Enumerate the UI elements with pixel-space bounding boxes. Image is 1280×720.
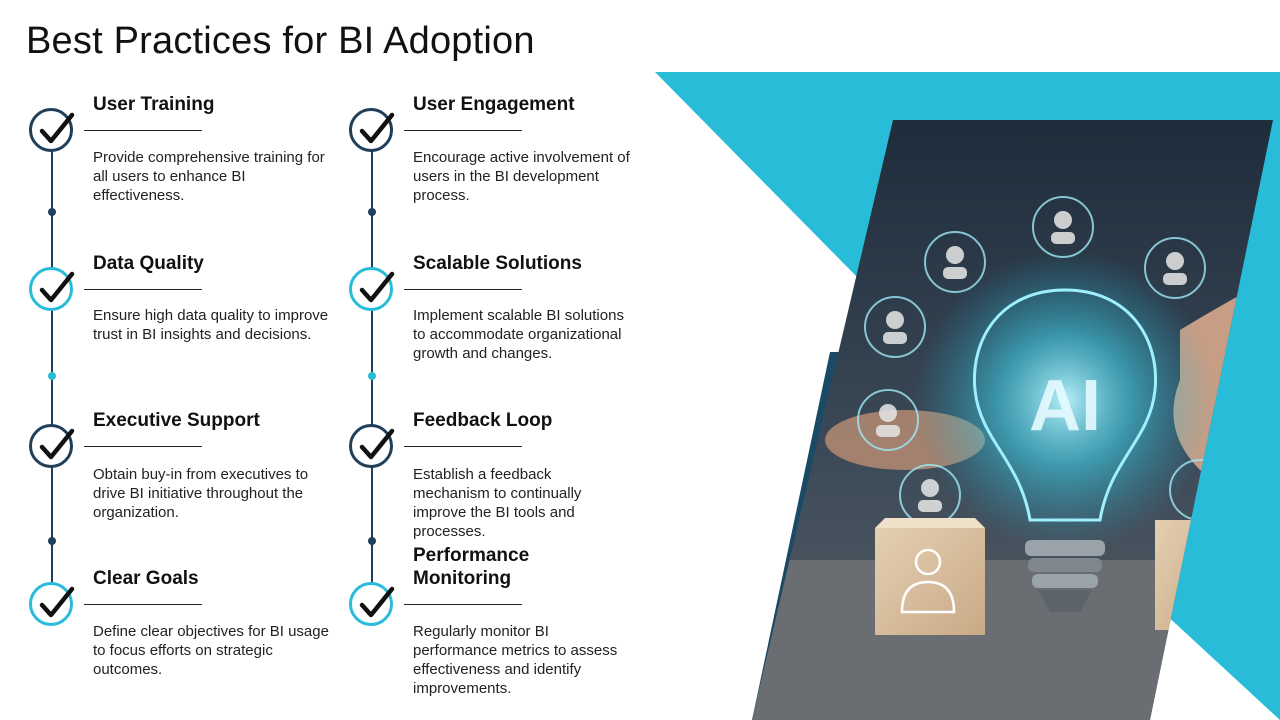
check-icon [349, 267, 395, 311]
svg-text:AI: AI [1029, 366, 1101, 446]
item-divider [84, 446, 202, 447]
item-divider [84, 289, 202, 290]
item-description: Implement scalable BI solutions to accom… [413, 307, 624, 362]
timeline-line [51, 150, 53, 585]
item-title: Performance Monitoring [413, 545, 530, 589]
item-divider [84, 604, 202, 605]
item-divider [84, 130, 202, 131]
item-description: Establish a feedback mechanism to contin… [413, 466, 582, 540]
item-title: Clear Goals [93, 568, 199, 589]
check-icon [29, 424, 75, 468]
timeline-dot [368, 372, 376, 380]
item-divider [404, 289, 522, 290]
timeline-dot [48, 372, 56, 380]
timeline-line [371, 150, 373, 585]
item-description: Obtain buy-in from executives to drive B… [93, 466, 309, 521]
item-title: Feedback Loop [413, 410, 553, 431]
item-title: Scalable Solutions [413, 253, 582, 274]
item-title: Data Quality [93, 253, 204, 274]
item-title: Executive Support [93, 410, 260, 431]
item-title: User Engagement [413, 94, 575, 115]
item-description: Ensure high data quality to improve trus… [93, 307, 329, 343]
check-icon [29, 582, 75, 626]
item-description: Provide comprehensive training for all u… [93, 149, 325, 204]
item-description: Regularly monitor BI performance metrics… [413, 623, 618, 697]
item-divider [404, 604, 522, 605]
left-column: User Training Provide comprehensive trai… [0, 0, 329, 720]
item-description: Define clear objectives for BI usage to … [93, 623, 329, 678]
item-divider [404, 446, 522, 447]
check-icon [349, 582, 395, 626]
check-icon [29, 108, 75, 152]
timeline-dot [48, 208, 56, 216]
item-description: Encourage active involvement of users in… [413, 149, 630, 204]
page-title: Best Practices for BI Adoption [26, 20, 535, 62]
timeline-dot [48, 537, 56, 545]
item-divider [404, 130, 522, 131]
check-icon [349, 108, 395, 152]
timeline-dot [368, 537, 376, 545]
item-title: User Training [93, 94, 215, 115]
timeline-dot [368, 208, 376, 216]
check-icon [29, 267, 75, 311]
right-column: User Engagement Encourage active involve… [320, 0, 630, 720]
check-icon [349, 424, 395, 468]
